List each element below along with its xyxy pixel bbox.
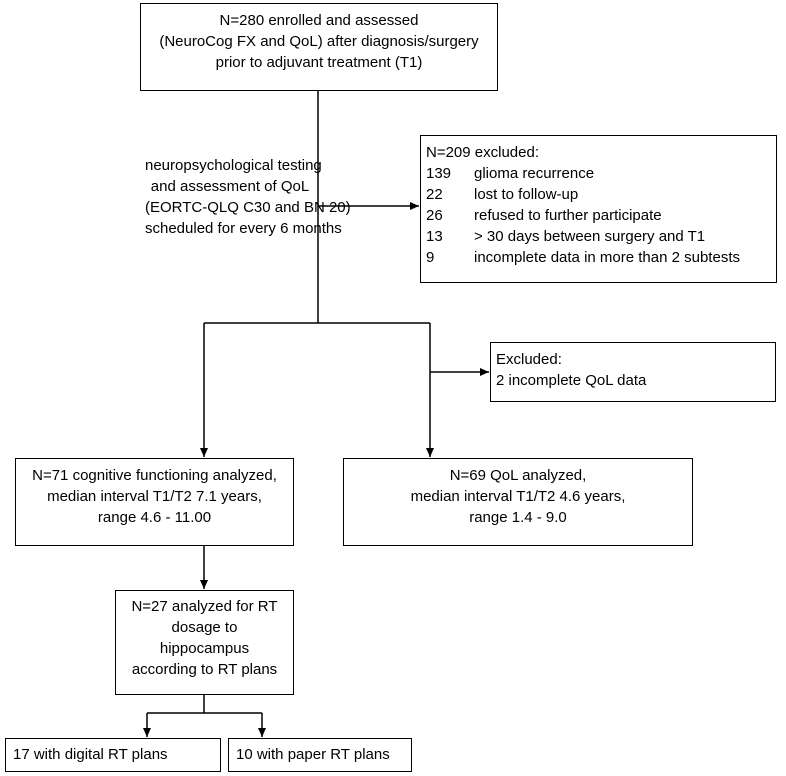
digital-plans-label: 17 with digital RT plans <box>13 746 168 763</box>
cognitive-box: N=71 cognitive functioning analyzed, med… <box>15 458 294 546</box>
rt-dosage-box: N=27 analyzed for RT dosage to hippocamp… <box>115 590 294 695</box>
schedule-note: neuropsychological testing and assessmen… <box>145 155 351 239</box>
paper-plans-label: 10 with paper RT plans <box>236 746 390 763</box>
note-line: and assessment of QoL <box>150 178 310 195</box>
excluded-reason: incomplete data in more than 2 subtests <box>474 249 740 266</box>
excluded-qol-detail: 2 incomplete QoL data <box>496 372 647 389</box>
note-line: neuropsychological testing <box>145 157 322 174</box>
rt-dosage-line: dosage to <box>171 619 238 636</box>
excluded-reason: > 30 days between surgery and T1 <box>474 228 706 245</box>
rt-dosage-line: according to RT plans <box>131 661 278 678</box>
excluded-row: 22 lost to follow-up <box>426 184 776 205</box>
qol-line: N=69 QoL analyzed, <box>449 467 587 484</box>
cognitive-line: median interval T1/T2 7.1 years, <box>47 488 262 505</box>
excluded-row: 139 glioma recurrence <box>426 163 776 184</box>
cognitive-line: range 4.6 - 11.00 <box>97 509 212 526</box>
enrolled-line: prior to adjuvant treatment (T1) <box>215 54 423 71</box>
rt-dosage-line: hippocampus <box>159 640 250 657</box>
excluded-count: 9 <box>426 249 435 266</box>
qol-analyzed-box: N=69 QoL analyzed, median interval T1/T2… <box>343 458 693 546</box>
excluded-row: 9 incomplete data in more than 2 subtest… <box>426 247 776 268</box>
excluded-title: N=209 excluded: <box>426 144 539 161</box>
excluded-row: 26 refused to further participate <box>426 205 776 226</box>
excluded-reason: lost to follow-up <box>474 186 579 203</box>
excluded-count: 22 <box>426 186 443 203</box>
excluded-row: 13 > 30 days between surgery and T1 <box>426 226 776 247</box>
excluded-count: 139 <box>426 165 452 182</box>
cognitive-line: N=71 cognitive functioning analyzed, <box>32 467 277 484</box>
qol-line: median interval T1/T2 4.6 years, <box>410 488 626 505</box>
note-line: (EORTC-QLQ C30 and BN 20) <box>145 199 351 216</box>
excluded-count: 13 <box>426 228 443 245</box>
excluded-qol-title: Excluded: <box>496 351 562 368</box>
enrolled-line: (NeuroCog FX and QoL) after diagnosis/su… <box>159 33 479 50</box>
digital-plans-box: 17 with digital RT plans <box>5 738 221 772</box>
enrolled-line: N=280 enrolled and assessed <box>219 12 419 29</box>
excluded-qol-box: Excluded: 2 incomplete QoL data <box>490 342 776 402</box>
qol-line: range 1.4 - 9.0 <box>469 509 567 526</box>
enrolled-box: N=280 enrolled and assessed (NeuroCog FX… <box>140 3 498 91</box>
rt-dosage-line: N=27 analyzed for RT <box>131 598 278 615</box>
note-line: scheduled for every 6 months <box>145 220 342 237</box>
excluded-count: 26 <box>426 207 443 224</box>
excluded-reason: refused to further participate <box>474 207 662 224</box>
excluded-reason: glioma recurrence <box>474 165 595 182</box>
paper-plans-box: 10 with paper RT plans <box>228 738 412 772</box>
excluded-box: N=209 excluded: 139 glioma recurrence 22… <box>420 135 777 283</box>
